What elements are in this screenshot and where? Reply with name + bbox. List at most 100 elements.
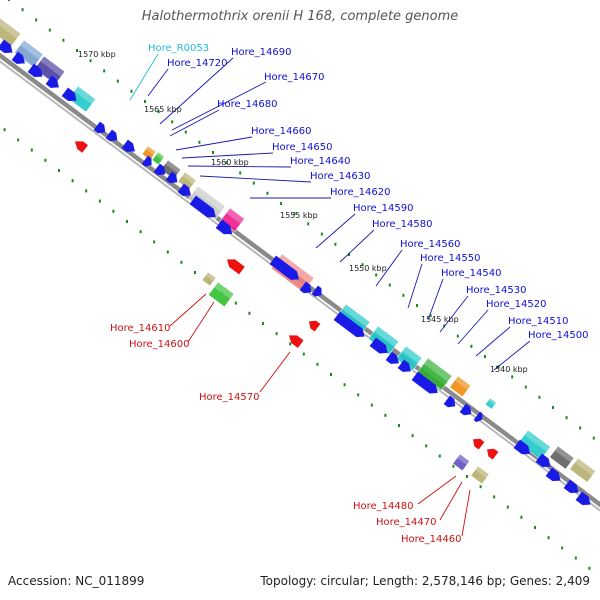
tick-mark — [116, 79, 119, 83]
gene-label-forward[interactable]: Hore_14530 — [466, 285, 527, 296]
gene-label-forward[interactable]: Hore_14510 — [508, 316, 569, 327]
kbp-marker: 1565 kbp — [144, 105, 182, 114]
leader-line — [439, 481, 463, 521]
leader-line — [493, 340, 531, 371]
gene-label-forward[interactable]: Hore_14720 — [167, 58, 228, 69]
tick-mark — [479, 485, 482, 489]
gene-arrow-reverse — [473, 438, 485, 450]
feature-box — [34, 55, 66, 85]
tick-mark — [484, 355, 486, 358]
leader-line — [339, 229, 375, 263]
gene-label-forward[interactable]: Hore_14690 — [231, 47, 292, 58]
tick-mark — [402, 293, 405, 297]
tick-mark — [370, 403, 373, 407]
feature-box — [208, 281, 235, 308]
tick-mark — [89, 59, 92, 63]
gene-label-forward[interactable]: Hore_14620 — [330, 187, 391, 198]
gene-arrow-forward — [189, 195, 216, 218]
tick-mark — [452, 464, 455, 468]
gene-label-reverse[interactable]: Hore_14610 — [110, 323, 171, 334]
gene-label-forward[interactable]: Hore_14500 — [528, 330, 589, 341]
leader-line — [175, 136, 253, 151]
kbp-marker: 1540 kbp — [490, 365, 528, 374]
gene-label-forward[interactable]: Hore_14670 — [264, 72, 325, 83]
leader-line — [439, 295, 469, 333]
feature-box — [201, 271, 217, 287]
tick-mark — [85, 189, 88, 193]
tick-mark — [112, 209, 115, 213]
leader-line — [129, 53, 159, 101]
gene-arrow-forward — [411, 371, 438, 394]
gene-label-forward[interactable]: Hore_14630 — [310, 171, 371, 182]
gene-label-reverse[interactable]: Hore_14600 — [129, 339, 190, 350]
tick-mark — [361, 263, 364, 267]
gene-label-forward[interactable]: Hore_14640 — [290, 156, 351, 167]
tick-mark — [280, 202, 282, 205]
tick-mark — [357, 393, 360, 397]
gene-arrow-forward — [153, 163, 166, 176]
gene-label-forward[interactable]: Hore_14540 — [441, 268, 502, 279]
gene-arrow-forward — [369, 337, 388, 354]
gene-arrow-forward — [397, 359, 411, 372]
gene-arrow-reverse — [226, 259, 245, 275]
gene-label-forward[interactable]: Hore_14580 — [372, 219, 433, 230]
feature-box — [160, 159, 182, 180]
gene-label-forward[interactable]: Hore_14560 — [400, 239, 461, 250]
leader-line — [159, 57, 234, 125]
gene-label-reverse[interactable]: Hore_14460 — [401, 534, 462, 545]
tick-mark — [48, 28, 51, 32]
tick-mark — [194, 271, 196, 274]
tick-mark — [506, 505, 509, 509]
tick-mark — [180, 260, 183, 264]
tick-mark — [3, 128, 6, 132]
tick-mark — [493, 495, 496, 499]
tick-mark — [547, 536, 550, 540]
tick-mark — [320, 232, 323, 236]
gene-label-forward[interactable]: Hore_14680 — [217, 99, 278, 110]
leader-line — [187, 301, 215, 343]
gene-arrow-forward — [443, 395, 456, 408]
gene-arrow-forward — [535, 453, 551, 468]
gene-label-forward[interactable]: Hore_14520 — [486, 299, 547, 310]
leader-line — [259, 351, 291, 393]
gene-arrow-forward — [121, 139, 135, 152]
tick-mark — [153, 240, 156, 244]
tick-mark — [520, 515, 523, 519]
leader-line — [315, 213, 356, 249]
tick-mark — [144, 100, 146, 103]
genome-title: Halothermothrix orenii H 168, complete g… — [141, 9, 459, 24]
feature-box — [569, 457, 596, 483]
tick-mark — [35, 18, 38, 22]
tick-mark — [588, 566, 591, 570]
tick-mark — [103, 69, 106, 73]
gene-label-reverse[interactable]: Hore_14480 — [353, 501, 414, 512]
gene-label-reverse[interactable]: Hore_14470 — [376, 517, 437, 528]
gene-label-rna[interactable]: Hore_R0053 — [148, 43, 209, 54]
gene-arrow-forward — [141, 155, 152, 167]
tick-mark — [343, 383, 346, 387]
gene-arrow-forward — [385, 351, 399, 364]
gene-label-forward[interactable]: Hore_14590 — [353, 203, 414, 214]
gene-arrow-forward — [177, 183, 191, 196]
gene-arrow-forward — [93, 121, 106, 134]
gene-label-reverse[interactable]: Hore_14570 — [199, 392, 260, 403]
tick-mark — [411, 434, 414, 438]
tick-mark — [184, 130, 187, 134]
kbp-marker: 1545 kbp — [421, 315, 459, 324]
leader-line — [461, 489, 471, 537]
gene-arrow-forward — [269, 255, 299, 280]
gene-label-forward[interactable]: Hore_14550 — [420, 253, 481, 264]
tick-mark — [98, 199, 101, 203]
leader-line — [181, 152, 274, 159]
feature-box — [470, 465, 490, 485]
gene-arrow-reverse — [288, 335, 304, 348]
tick-mark — [438, 454, 441, 458]
feature-box — [0, 17, 22, 47]
leader-line — [427, 278, 444, 321]
gene-arrow-forward — [11, 51, 25, 64]
gene-label-forward[interactable]: Hore_14660 — [251, 126, 312, 137]
tick-mark — [375, 273, 378, 277]
gene-label-forward[interactable]: Hore_14650 — [272, 142, 333, 153]
tick-mark — [552, 406, 554, 409]
leader-line — [187, 165, 292, 168]
